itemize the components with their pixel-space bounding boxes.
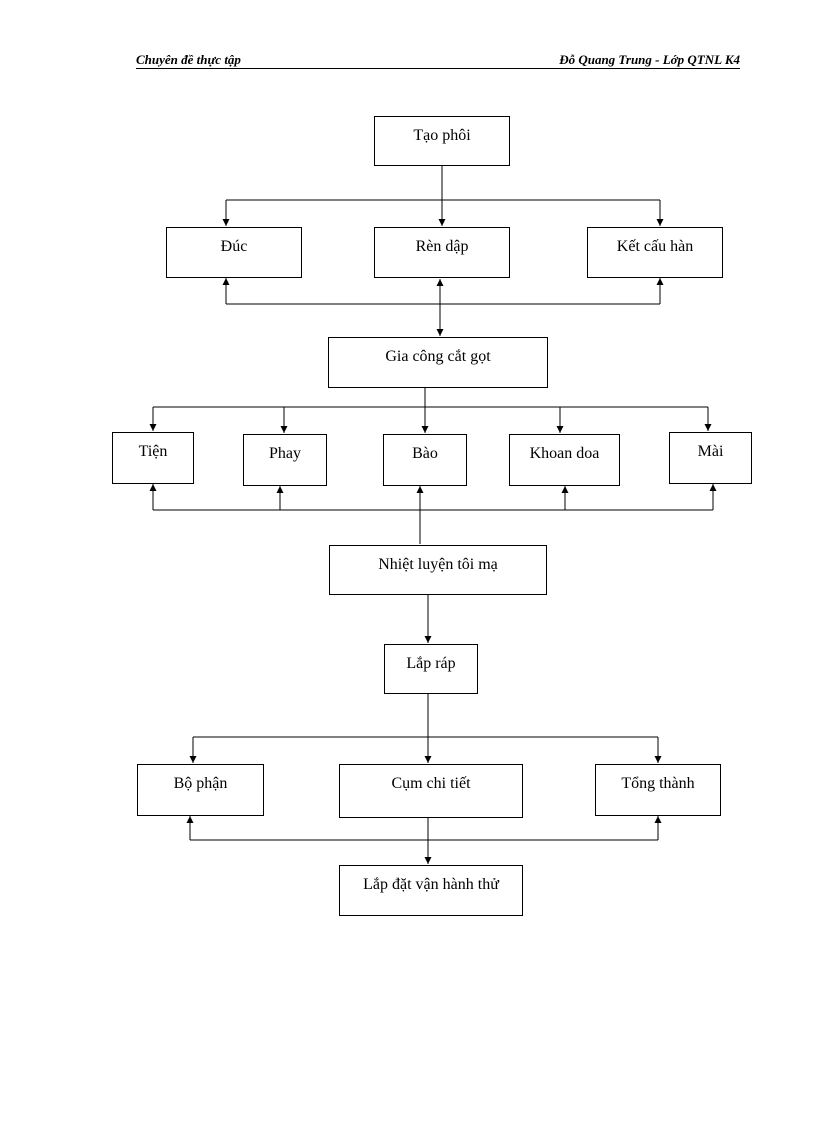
header-right-text: Đỗ Quang Trung - Lớp QTNL K4 bbox=[559, 52, 740, 67]
node-gia-cong-cat-got: Gia công cắt gọt bbox=[328, 337, 548, 388]
node-lap-rap: Lắp ráp bbox=[384, 644, 478, 694]
node-duc: Đúc bbox=[166, 227, 302, 278]
node-cum-chi-tiet: Cụm chi tiết bbox=[339, 764, 523, 818]
node-khoan-doa: Khoan doa bbox=[509, 434, 620, 486]
node-tao-phoi: Tạo phôi bbox=[374, 116, 510, 166]
node-lap-dat-van-hanh-thu: Lắp đặt vận hành thử bbox=[339, 865, 523, 916]
page-header: Chuyên đề thực tập Đỗ Quang Trung - Lớp … bbox=[136, 52, 740, 69]
node-mai: Mài bbox=[669, 432, 752, 484]
node-tien: Tiện bbox=[112, 432, 194, 484]
header-left-text: Chuyên đề thực tập bbox=[136, 52, 241, 67]
node-bo-phan: Bộ phận bbox=[137, 764, 264, 816]
node-tong-thanh: Tổng thành bbox=[595, 764, 721, 816]
node-bao: Bào bbox=[383, 434, 467, 486]
node-nhiet-luyen-toi-ma: Nhiệt luyện tôi mạ bbox=[329, 545, 547, 595]
node-ren-dap: Rèn dập bbox=[374, 227, 510, 278]
node-phay: Phay bbox=[243, 434, 327, 486]
node-ket-cau-han: Kết cấu hàn bbox=[587, 227, 723, 278]
